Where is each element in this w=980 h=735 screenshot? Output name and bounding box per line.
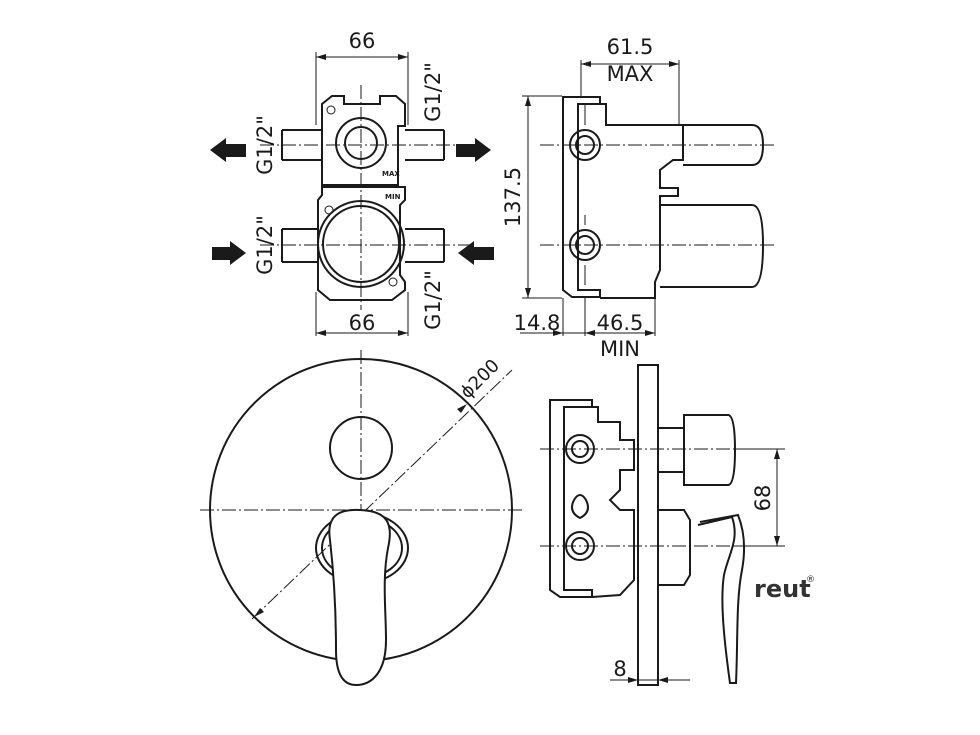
- assembly-view: 68 8: [540, 364, 785, 686]
- dim-diameter: ϕ200: [456, 355, 504, 403]
- dim-height: 137.5: [501, 167, 525, 227]
- thread-right-bottom: G1/2": [421, 270, 445, 330]
- thread-left-bottom: G1/2": [253, 215, 277, 275]
- label-min: MIN: [385, 193, 401, 201]
- arrow-out-right-icon: [456, 138, 491, 162]
- brand-logo: reut ®: [754, 575, 815, 603]
- dim-depth-max-label: MAX: [607, 62, 654, 86]
- arrow-in-right-icon: [458, 241, 494, 265]
- thread-left-top: G1/2": [253, 115, 277, 175]
- arrow-in-left-icon: [212, 241, 246, 265]
- dim-depth-min-value: 46.5: [597, 311, 644, 335]
- brand-mark: ®: [806, 575, 815, 585]
- dim-spacing: 68: [751, 485, 775, 512]
- plate-view: ϕ200: [200, 350, 522, 687]
- label-max: MAX: [382, 170, 400, 178]
- dim-plate-thickness: 8: [613, 657, 626, 681]
- arrow-out-left-icon: [210, 138, 246, 162]
- dim-width-bottom: 66: [349, 311, 376, 335]
- lever-handle: [328, 508, 391, 687]
- dim-depth-min-label: MIN: [600, 337, 640, 361]
- brand-name: reut: [754, 575, 811, 603]
- dim-width-top: 66: [349, 29, 376, 53]
- dim-offset: 14.8: [514, 311, 561, 335]
- side-view: 61.5 MAX 137.5 14.8 46.5 MIN: [501, 35, 775, 361]
- thread-right-top: G1/2": [421, 62, 445, 122]
- front-view: MAX MIN 66 66 G1/2" G1/2" G1/2" G1/2": [210, 29, 494, 336]
- dim-depth-max-value: 61.5: [607, 35, 654, 59]
